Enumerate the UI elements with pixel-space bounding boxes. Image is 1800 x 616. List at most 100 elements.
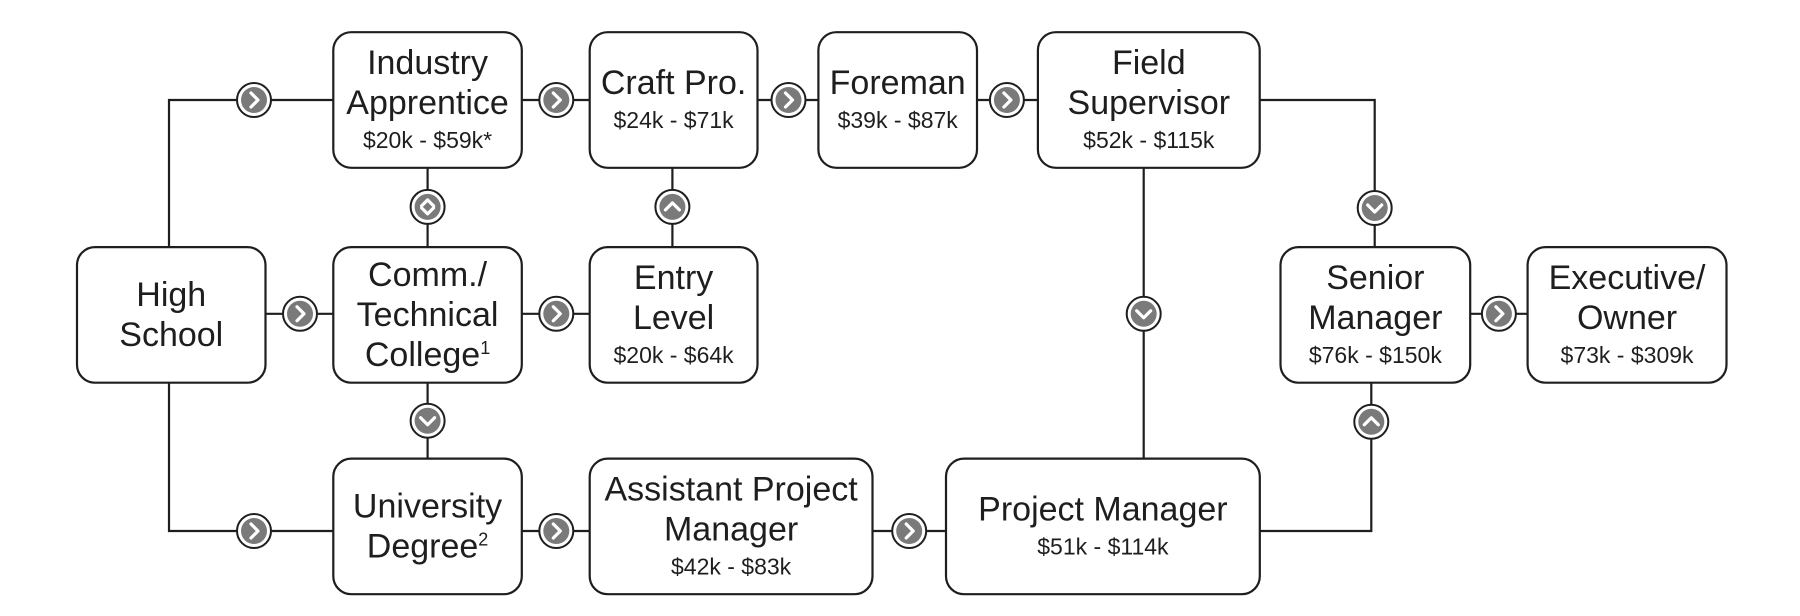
bidirectional-arrow-icon <box>409 188 446 225</box>
node-title-line: Degree2 <box>367 528 489 566</box>
up-arrow-icon <box>1353 403 1390 440</box>
right-arrow-icon <box>1480 295 1517 332</box>
right-arrow-icon <box>538 295 575 332</box>
chevron-mark <box>551 305 562 323</box>
chevron-mark <box>551 522 562 540</box>
node-box <box>944 457 1261 596</box>
arrow-disc <box>287 300 313 327</box>
arrow-disc <box>543 87 570 113</box>
node-box <box>817 31 979 169</box>
node-title-line: Manager <box>664 511 798 549</box>
right-arrow-icon <box>891 513 928 549</box>
node-box <box>332 246 523 384</box>
node-title-line: Technical <box>357 296 499 334</box>
chevron-mark <box>420 198 436 216</box>
node-box <box>332 457 523 596</box>
chevron-mark <box>904 522 915 540</box>
arrow-disc <box>775 87 802 113</box>
connector-field_supervisor-to-senior_manager <box>1259 98 1376 248</box>
footnote-marker: 2 <box>478 530 488 550</box>
right-arrow-icon <box>236 82 272 118</box>
node-box <box>1526 246 1728 384</box>
node-title-line: Manager <box>1308 299 1442 337</box>
salary-range: $52k - $115k <box>1083 127 1215 153</box>
arrow-disc <box>414 193 441 220</box>
down-arrow-icon <box>1125 295 1162 332</box>
arrow-disc <box>543 300 570 327</box>
arrow-disc <box>993 87 1020 113</box>
salary-range: $20k - $59k* <box>363 127 492 153</box>
salary-range: $76k - $150k <box>1309 342 1442 368</box>
down-arrow-icon <box>1356 190 1393 226</box>
right-arrow-icon <box>538 513 575 549</box>
right-arrow-icon <box>770 82 807 118</box>
arrow-disc <box>543 518 570 544</box>
arrow-disc <box>1358 408 1385 435</box>
chevron-mark <box>1002 91 1013 109</box>
node-title-line: Project Manager <box>978 491 1227 529</box>
chevron-mark <box>783 91 795 109</box>
node-title-line: Level <box>633 299 714 337</box>
arrow-disc <box>1485 300 1512 327</box>
node-title-line: University <box>353 488 502 526</box>
node-title-line: College1 <box>365 336 490 374</box>
chevron-mark <box>1362 416 1380 427</box>
arrow-disc <box>1130 300 1157 327</box>
node-box <box>75 246 267 384</box>
node-box <box>588 246 759 384</box>
node-title-line: Owner <box>1577 299 1677 337</box>
node-box <box>588 457 874 596</box>
arrow-disc <box>659 193 686 220</box>
node-title-line: School <box>119 316 223 354</box>
connector-project_manager-to-senior_manager <box>1259 382 1373 533</box>
node-title-line: Supervisor <box>1068 84 1231 122</box>
chevron-mark <box>663 201 682 212</box>
right-arrow-icon <box>236 513 272 549</box>
node-title-line: Field <box>1112 44 1186 82</box>
node-title-line: Craft Pro. <box>601 64 746 102</box>
arrow-disc <box>241 87 267 113</box>
node-box <box>1036 31 1261 169</box>
node-title-line: Senior <box>1326 259 1424 297</box>
node-foreman: Foreman$39k - $87k <box>817 31 979 169</box>
connector-high_school-to-university_degree <box>167 382 334 533</box>
right-arrow-icon <box>988 82 1025 118</box>
salary-range: $24k - $71k <box>613 107 734 133</box>
arrow-disc <box>896 518 923 544</box>
connector-high_school-to-industry_apprentice <box>167 98 334 248</box>
footnote-marker: 1 <box>480 338 490 358</box>
right-arrow-icon <box>538 82 575 118</box>
salary-range: $20k - $64k <box>613 342 734 368</box>
arrow-disc <box>241 518 267 544</box>
salary-range: $73k - $309k <box>1561 342 1694 368</box>
direction-markers <box>236 82 1517 549</box>
node-title-line: Apprentice <box>346 84 509 122</box>
chevron-mark <box>1366 203 1384 214</box>
node-title-line: Entry <box>634 259 713 297</box>
right-arrow-icon <box>282 295 318 332</box>
up-arrow-icon <box>654 188 691 225</box>
chevron-mark <box>1494 305 1505 323</box>
chevron-mark <box>551 91 562 109</box>
arrow-disc <box>414 407 441 434</box>
salary-range: $51k - $114k <box>1037 534 1169 560</box>
node-title-line: Industry <box>367 44 488 82</box>
node-title-line: Assistant Project <box>604 471 858 509</box>
node-box <box>332 31 523 169</box>
chevron-mark <box>295 305 306 323</box>
salary-range: $39k - $87k <box>838 107 959 133</box>
node-title-line: High <box>136 276 206 314</box>
node-title-line: Executive/ <box>1549 259 1706 297</box>
node-box <box>588 31 759 169</box>
node-craft-pro: Craft Pro. $24k - $71k <box>588 31 759 169</box>
